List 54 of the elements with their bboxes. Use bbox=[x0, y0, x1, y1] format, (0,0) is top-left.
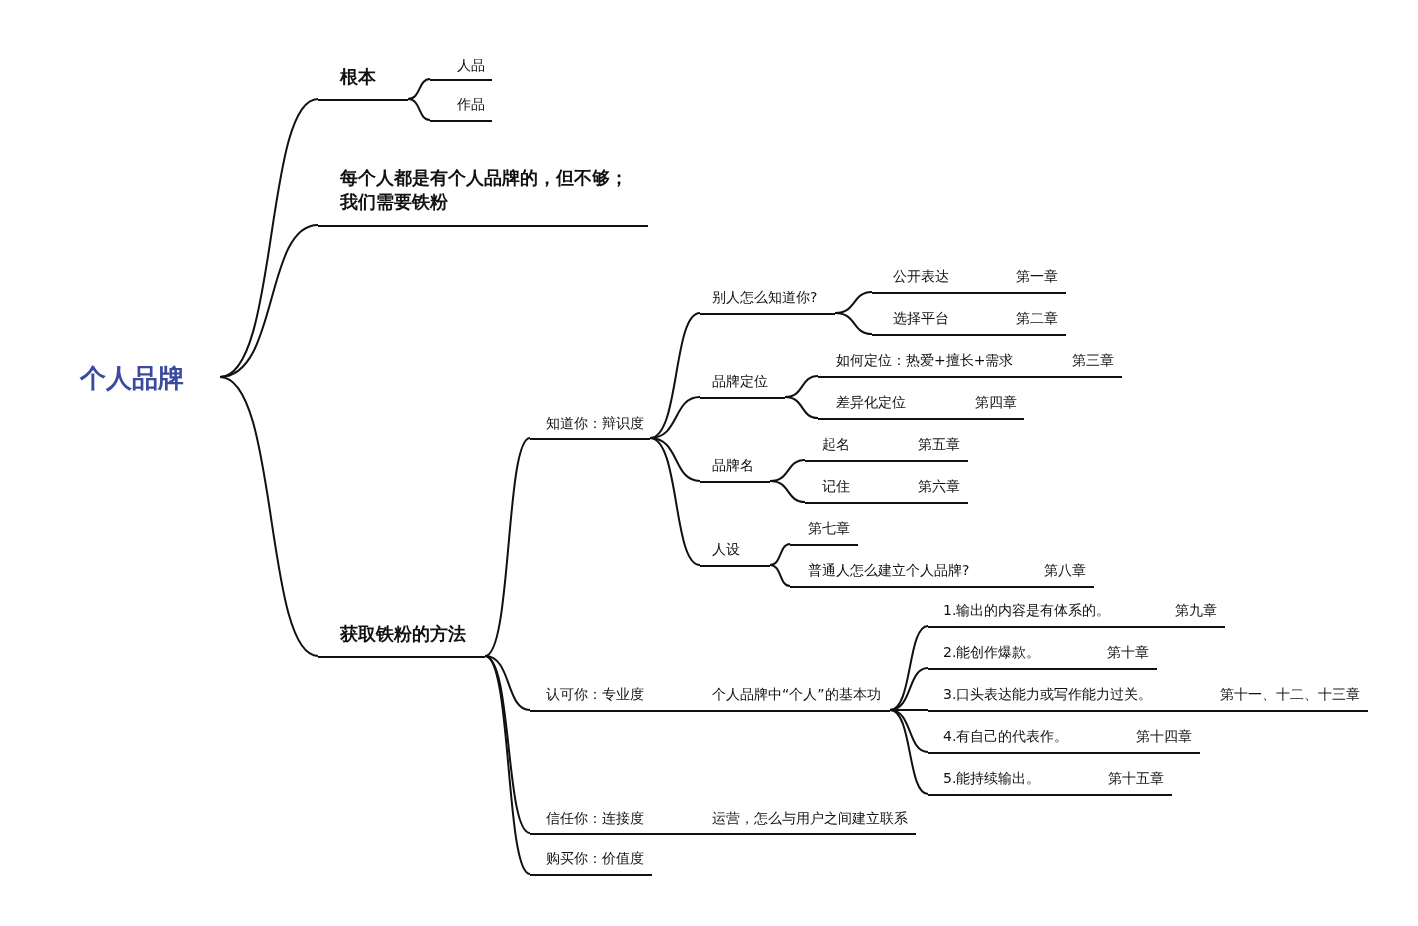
connector-curve bbox=[407, 98, 431, 121]
topic-note: 运营，怎么与用户之间建立联系 bbox=[712, 808, 908, 828]
chapter-label: 第五章 bbox=[918, 434, 960, 454]
connector-curve bbox=[769, 564, 791, 587]
topic-label: 作品 bbox=[457, 94, 485, 114]
topic-label: 2.能创作爆款。 bbox=[943, 642, 1041, 662]
topic-label: 人设 bbox=[712, 539, 740, 559]
chapter-label: 第二章 bbox=[1016, 308, 1058, 328]
topic-label: 选择平台 bbox=[893, 308, 949, 328]
topic-label: 人品 bbox=[457, 55, 485, 75]
connector-curve bbox=[769, 543, 791, 566]
topic-label: 如何定位：热爱+擅长+需求 bbox=[836, 350, 1014, 370]
topic-label: 5.能持续输出。 bbox=[943, 768, 1041, 788]
connector-curve bbox=[649, 437, 701, 566]
chapter-label: 第十章 bbox=[1107, 642, 1149, 662]
topic-label: 差异化定位 bbox=[836, 392, 906, 412]
chapter-label: 第三章 bbox=[1072, 350, 1114, 370]
topic-label: 信任你：连接度 bbox=[546, 808, 644, 828]
topic-label: 别人怎么知道你? bbox=[712, 287, 818, 307]
chapter-label: 第十一、十二、十三章 bbox=[1220, 684, 1360, 704]
topic-label: 记住 bbox=[822, 476, 850, 496]
topic-label: 普通人怎么建立个人品牌? bbox=[808, 560, 970, 580]
connector-curve bbox=[889, 625, 929, 711]
connector-curve bbox=[834, 312, 873, 335]
topic-label: 购买你：价值度 bbox=[546, 848, 644, 868]
chapter-label: 第十五章 bbox=[1108, 768, 1164, 788]
connector-curve bbox=[484, 655, 531, 875]
connector-curve bbox=[769, 480, 806, 503]
topic-label: 3.口头表达能力或写作能力过关。 bbox=[943, 684, 1153, 704]
connector-curve bbox=[484, 437, 531, 657]
connector-curve bbox=[219, 376, 319, 657]
chapter-label: 第六章 bbox=[918, 476, 960, 496]
connector-curve bbox=[784, 396, 819, 419]
topic-label: 认可你：专业度 bbox=[546, 684, 644, 704]
topic-label: 根本 bbox=[340, 65, 376, 89]
topic-label: 公开表达 bbox=[893, 266, 949, 286]
topic-label: 4.有自己的代表作。 bbox=[943, 726, 1069, 746]
central-topic: 个人品牌 bbox=[78, 358, 220, 398]
topic-label: 品牌名 bbox=[712, 455, 754, 475]
topic-note: 个人品牌中“个人”的基本功 bbox=[712, 684, 881, 704]
topic-label: 1.输出的内容是有体系的。 bbox=[943, 600, 1111, 620]
chapter-label: 第八章 bbox=[1044, 560, 1086, 580]
chapter-label: 第十四章 bbox=[1136, 726, 1192, 746]
connector-curve bbox=[484, 655, 531, 834]
chapter-label: 第九章 bbox=[1175, 600, 1217, 620]
chapter-label: 第一章 bbox=[1016, 266, 1058, 286]
topic-label: 每个人都是有个人品牌的，但不够；我们需要铁粉 bbox=[340, 166, 629, 214]
connector-curve bbox=[889, 709, 929, 795]
chapter-label: 第四章 bbox=[975, 392, 1017, 412]
topic-label: 起名 bbox=[822, 434, 850, 454]
topic-label: 获取铁粉的方法 bbox=[340, 622, 466, 646]
chapter-label: 第七章 bbox=[808, 518, 850, 538]
topic-label: 品牌定位 bbox=[712, 371, 768, 391]
topic-label: 知道你：辩识度 bbox=[546, 413, 644, 433]
